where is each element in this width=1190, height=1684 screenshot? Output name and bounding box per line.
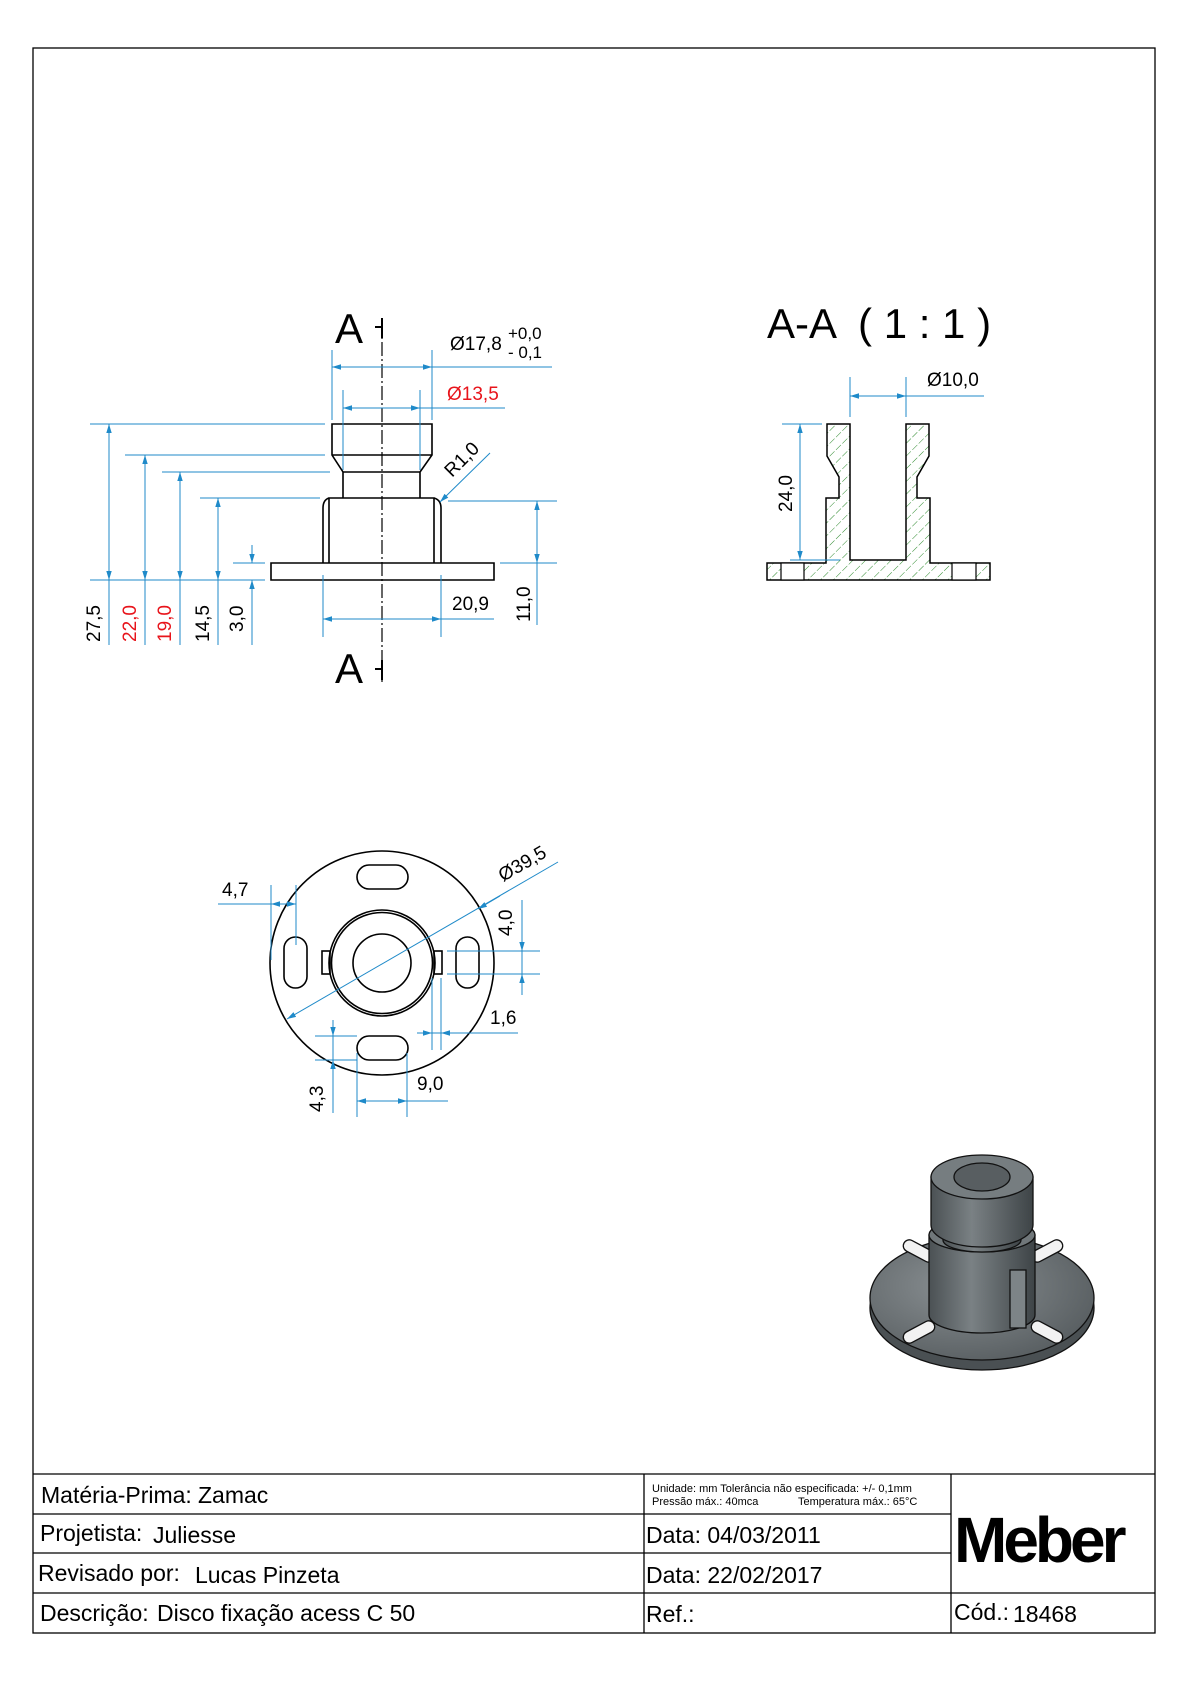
material-label: Matéria-Prima:: [41, 1482, 192, 1508]
dim-body-height: 11,0: [514, 586, 535, 622]
dim-slot-offset: 4,7: [222, 880, 248, 901]
section-label-bottom: A: [335, 645, 363, 692]
section-marker-bottom: [375, 660, 383, 680]
reviewer-value: Lucas Pinzeta: [195, 1562, 340, 1588]
isometric-render: [869, 1154, 1095, 1371]
dim-height-22-0: 22,0: [120, 605, 141, 642]
dim-tab-depth: 1,6: [490, 1008, 516, 1029]
designer-value: Juliesse: [153, 1522, 236, 1548]
side-view: A A Ø17,8 +0,0 - 0,1 Ø13,5 R1,0 11,0 20,…: [84, 305, 557, 692]
code-label: Cód.:: [954, 1599, 1009, 1625]
flange-hole-left: [780, 562, 805, 581]
tolerance-lower: - 0,1: [508, 343, 542, 362]
dim-height-19-0: 19,0: [155, 605, 176, 642]
dim-neck-diameter: Ø13,5: [447, 384, 499, 405]
material-value: Zamac: [198, 1482, 268, 1508]
side-view-outline: [270, 423, 495, 581]
slot-right: [455, 936, 480, 989]
sheet-border: [32, 47, 1156, 1634]
flange-hole-right: [951, 562, 977, 581]
company-logo: Meber: [954, 1504, 1126, 1576]
designer-label: Projetista:: [40, 1520, 142, 1546]
dim-outer-diameter: Ø17,8: [450, 334, 502, 355]
dim-slot-width: 4,3: [307, 1086, 328, 1112]
section-view: A-A ( 1 : 1 ) Ø10,0 24,0: [766, 300, 991, 581]
slot-top: [356, 864, 409, 890]
dim-bore-depth: 24,0: [776, 475, 797, 512]
top-view: Ø39,5 4,7 4,0 1,6 4,3 9,0: [218, 842, 559, 1117]
section-title: A-A ( 1 : 1 ): [767, 300, 991, 347]
date-created: Data: 04/03/2011: [646, 1522, 821, 1548]
notes-units-tolerance: Unidade: mm Tolerância não especificada:…: [652, 1483, 912, 1495]
dim-flange-diameter: Ø39,5: [495, 842, 550, 886]
dim-slot-length: 9,0: [417, 1074, 443, 1095]
title-block: Matéria-Prima: Zamac Projetista: Juliess…: [33, 1473, 1155, 1633]
code-value: 18468: [1013, 1601, 1077, 1627]
slot-bottom: [356, 1035, 409, 1061]
dim-height-14-5: 14,5: [193, 605, 214, 642]
dim-tab-width: 4,0: [496, 910, 517, 936]
section-marker-top: [375, 318, 383, 338]
reviewer-label: Revisado por:: [38, 1560, 180, 1586]
dim-body-width: 20,9: [452, 594, 489, 615]
dim-height-27-5: 27,5: [84, 605, 105, 642]
description-label: Descrição:: [40, 1600, 149, 1626]
section-label-top: A: [335, 305, 363, 352]
date-revised: Data: 22/02/2017: [646, 1562, 822, 1588]
dim-height-3-0: 3,0: [227, 606, 248, 632]
tolerance-upper: +0,0: [508, 324, 542, 343]
notes-pressure: Pressão máx.: 40mca: [652, 1496, 759, 1508]
dim-radius: R1,0: [441, 438, 484, 481]
dim-bore-diameter: Ø10,0: [927, 370, 979, 391]
ref-label: Ref.:: [646, 1601, 695, 1627]
notes-temperature: Temperatura máx.: 65°C: [798, 1496, 917, 1508]
description-value: Disco fixação acess C 50: [157, 1600, 415, 1626]
